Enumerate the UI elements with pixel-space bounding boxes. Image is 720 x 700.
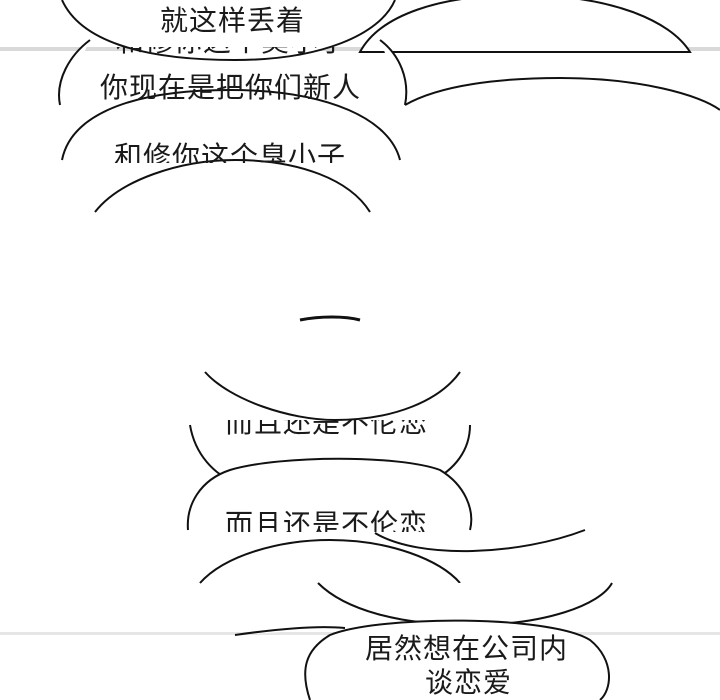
speech-bubble-3-outline bbox=[61, 88, 401, 161]
speech-bubble-5-outline bbox=[186, 457, 473, 531]
speech-bubble-lower-left-outline bbox=[199, 538, 461, 584]
speech-bubble-right-mid-outline bbox=[404, 76, 720, 111]
speech-bubble-mid-top-outline bbox=[299, 315, 361, 322]
speech-bubble-6-line-1: 居然想在公司内 bbox=[365, 632, 569, 665]
speech-bubble-5-text: 而且还是不伦恋 bbox=[225, 508, 429, 532]
speech-bubble-2-outline bbox=[58, 39, 408, 106]
speech-bubble-6-line-2: 谈恋爱 bbox=[425, 666, 513, 699]
speech-bubble-6-outline bbox=[304, 619, 610, 700]
speech-bubble-right-top-outline bbox=[358, 0, 692, 53]
speech-bubble-4-text: 而且还是不伦恋 bbox=[225, 420, 428, 436]
speech-bubble-lower-outline bbox=[94, 158, 371, 213]
speech-bubble-6-tail bbox=[234, 626, 346, 636]
speech-bubble-1-text: 就这样丢着 bbox=[160, 4, 306, 37]
speech-bubble-mid-outline bbox=[204, 371, 461, 422]
speech-bubble-2-line-1: 和修你这个臭小子 bbox=[116, 47, 348, 59]
speech-bubble-lower-right-outline bbox=[317, 582, 613, 627]
speech-bubble-2-line-2: 你现在是把你们新人 bbox=[100, 71, 362, 104]
speech-bubble-1-outline bbox=[61, 0, 396, 62]
speech-bubble-5: 而且还是不伦恋 bbox=[215, 506, 455, 532]
speech-bubble-crossing-outline bbox=[374, 529, 586, 553]
speech-bubble-3: 和修你这个臭小子 bbox=[110, 138, 370, 163]
speech-bubble-4: 而且还是不伦恋 bbox=[215, 420, 455, 436]
speech-bubble-2: 和修你这个臭小子 你现在是把你们新人 bbox=[90, 47, 390, 115]
speech-bubble-3-text: 和修你这个臭小子 bbox=[114, 140, 347, 163]
panel-gutter-top bbox=[0, 47, 720, 51]
